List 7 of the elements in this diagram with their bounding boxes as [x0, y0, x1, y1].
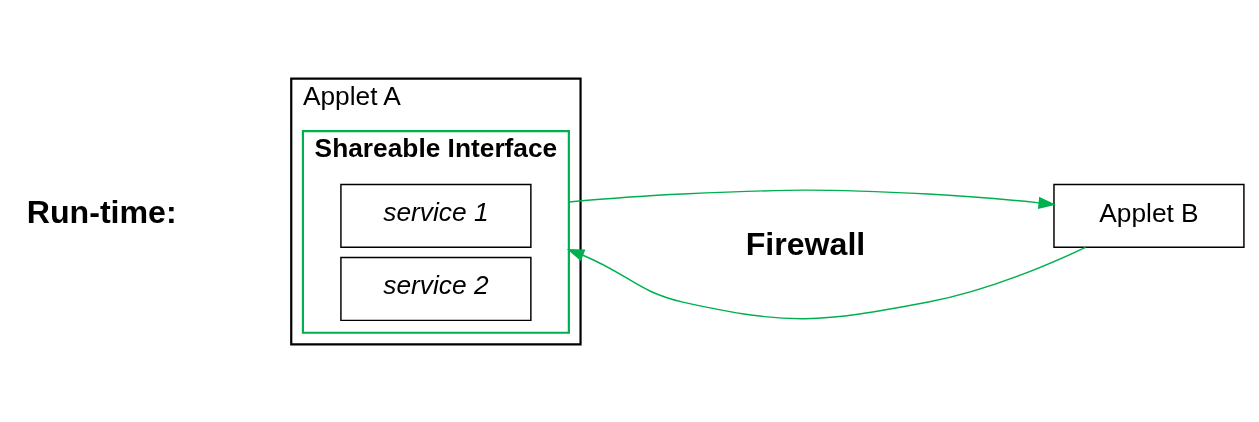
- arrow: [568, 188, 1056, 209]
- label: Run-time:: [26, 193, 177, 230]
- node-box: service 1: [340, 183, 532, 248]
- node-box: service 2: [340, 256, 532, 321]
- label: Firewall: [745, 225, 866, 262]
- arrow: [566, 246, 1087, 319]
- node-box: Applet B: [1053, 183, 1245, 248]
